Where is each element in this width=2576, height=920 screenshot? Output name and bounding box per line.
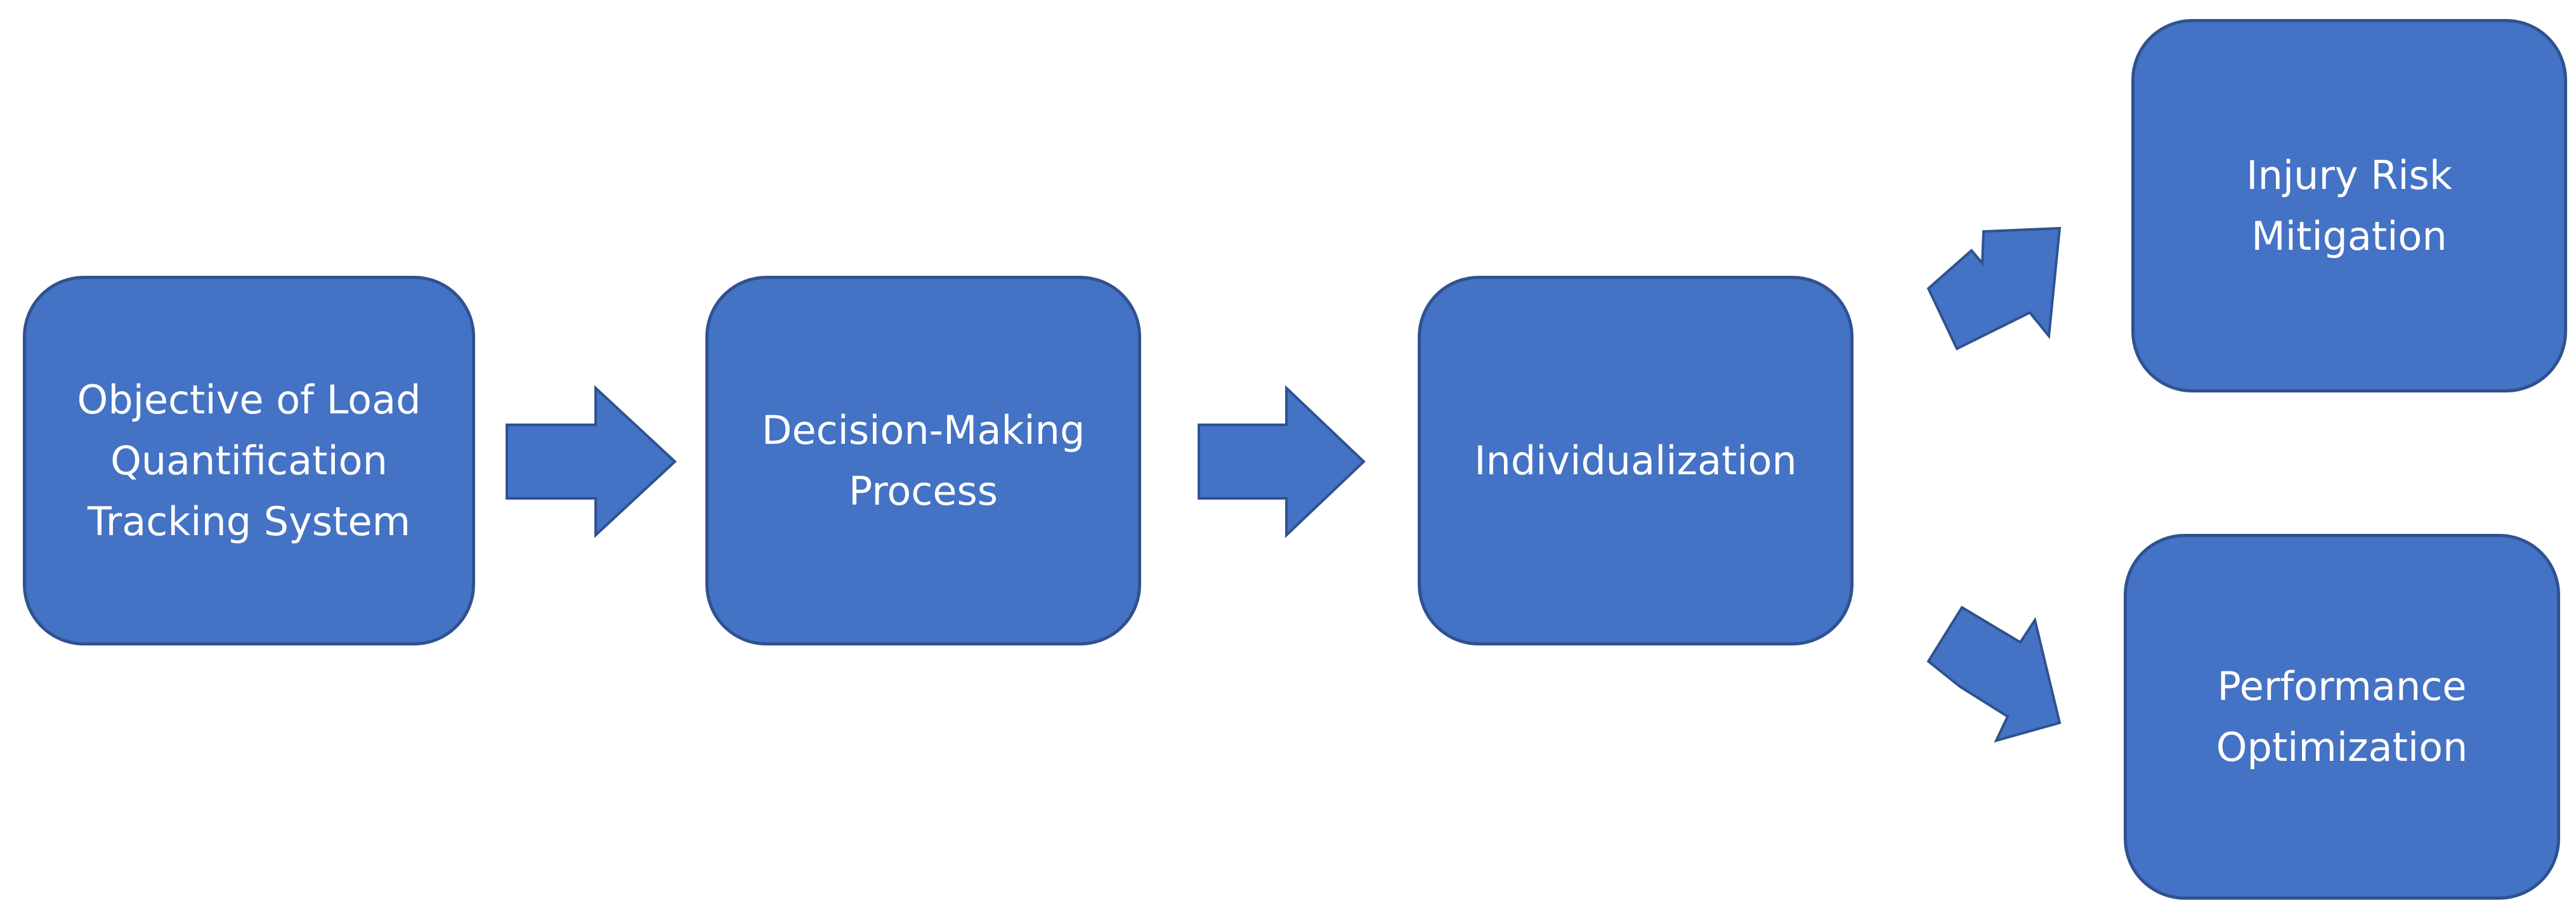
node-label: Decision-Making Process (761, 406, 1085, 514)
node-injury-risk-mitigation: Injury Risk Mitigation (2131, 19, 2567, 392)
node-performance-optimization: Performance Optimization (2124, 534, 2560, 900)
node-label: Individualization (1474, 437, 1797, 484)
arrow-down-right-icon (1926, 606, 2062, 743)
arrow-right-icon (1198, 385, 1366, 538)
arrow-up-right-icon (1926, 226, 2062, 351)
arrow-right-icon (506, 385, 677, 538)
node-decision-making-process: Decision-Making Process (705, 276, 1141, 645)
node-individualization: Individualization (1418, 276, 1854, 645)
node-label: Performance Optimization (2216, 663, 2468, 770)
node-label: Injury Risk Mitigation (2246, 152, 2452, 259)
node-load-quantification-objective: Objective of Load Quantification Trackin… (23, 276, 475, 645)
node-label: Objective of Load Quantification Trackin… (77, 376, 421, 545)
